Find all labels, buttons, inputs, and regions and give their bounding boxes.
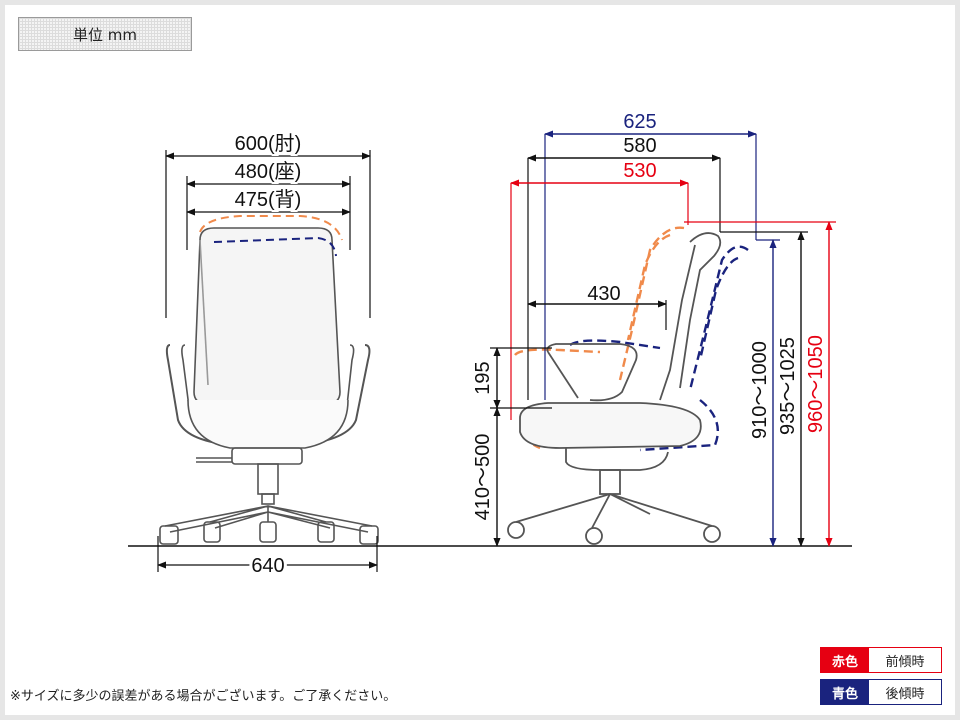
side-tilt-outlines [514,226,749,452]
label-back-width: 475(背) [235,188,302,211]
label-seat-depth: 430 [587,283,620,305]
front-view-chair [159,227,379,545]
legend-backward-tilt: 青色 後傾時 [820,679,942,705]
label-height-blue: 910～1000 [749,341,771,439]
label-height-black: 935～1025 [777,337,799,435]
legend-forward-tilt: 赤色 前傾時 [820,647,942,673]
legend-red-label: 前傾時 [869,648,941,672]
label-depth-blue: 625 [623,111,656,133]
label-depth-red: 530 [623,160,656,182]
legend-blue-label: 後傾時 [869,680,941,704]
legend-blue-swatch: 青色 [821,680,869,704]
label-height-red: 960～1050 [805,335,827,433]
side-view-chair [507,232,722,545]
legend-red-swatch: 赤色 [821,648,869,672]
front-blue-dashed-outline [213,236,337,257]
unit-label-box: 単位 mm [18,17,192,51]
label-base-width: 640 [251,555,284,577]
unit-label: 単位 mm [73,25,137,44]
label-depth-black: 580 [623,135,656,157]
label-seat-height: 410～500 [472,434,494,521]
size-tolerance-note: ※サイズに多少の誤差がある場合がございます。ご了承ください。 [10,689,397,704]
label-seat-width: 480(座) [235,160,302,183]
label-arm-height: 195 [472,361,494,394]
label-armrest-width: 600(肘) [235,132,302,155]
figure-frame [5,5,955,715]
